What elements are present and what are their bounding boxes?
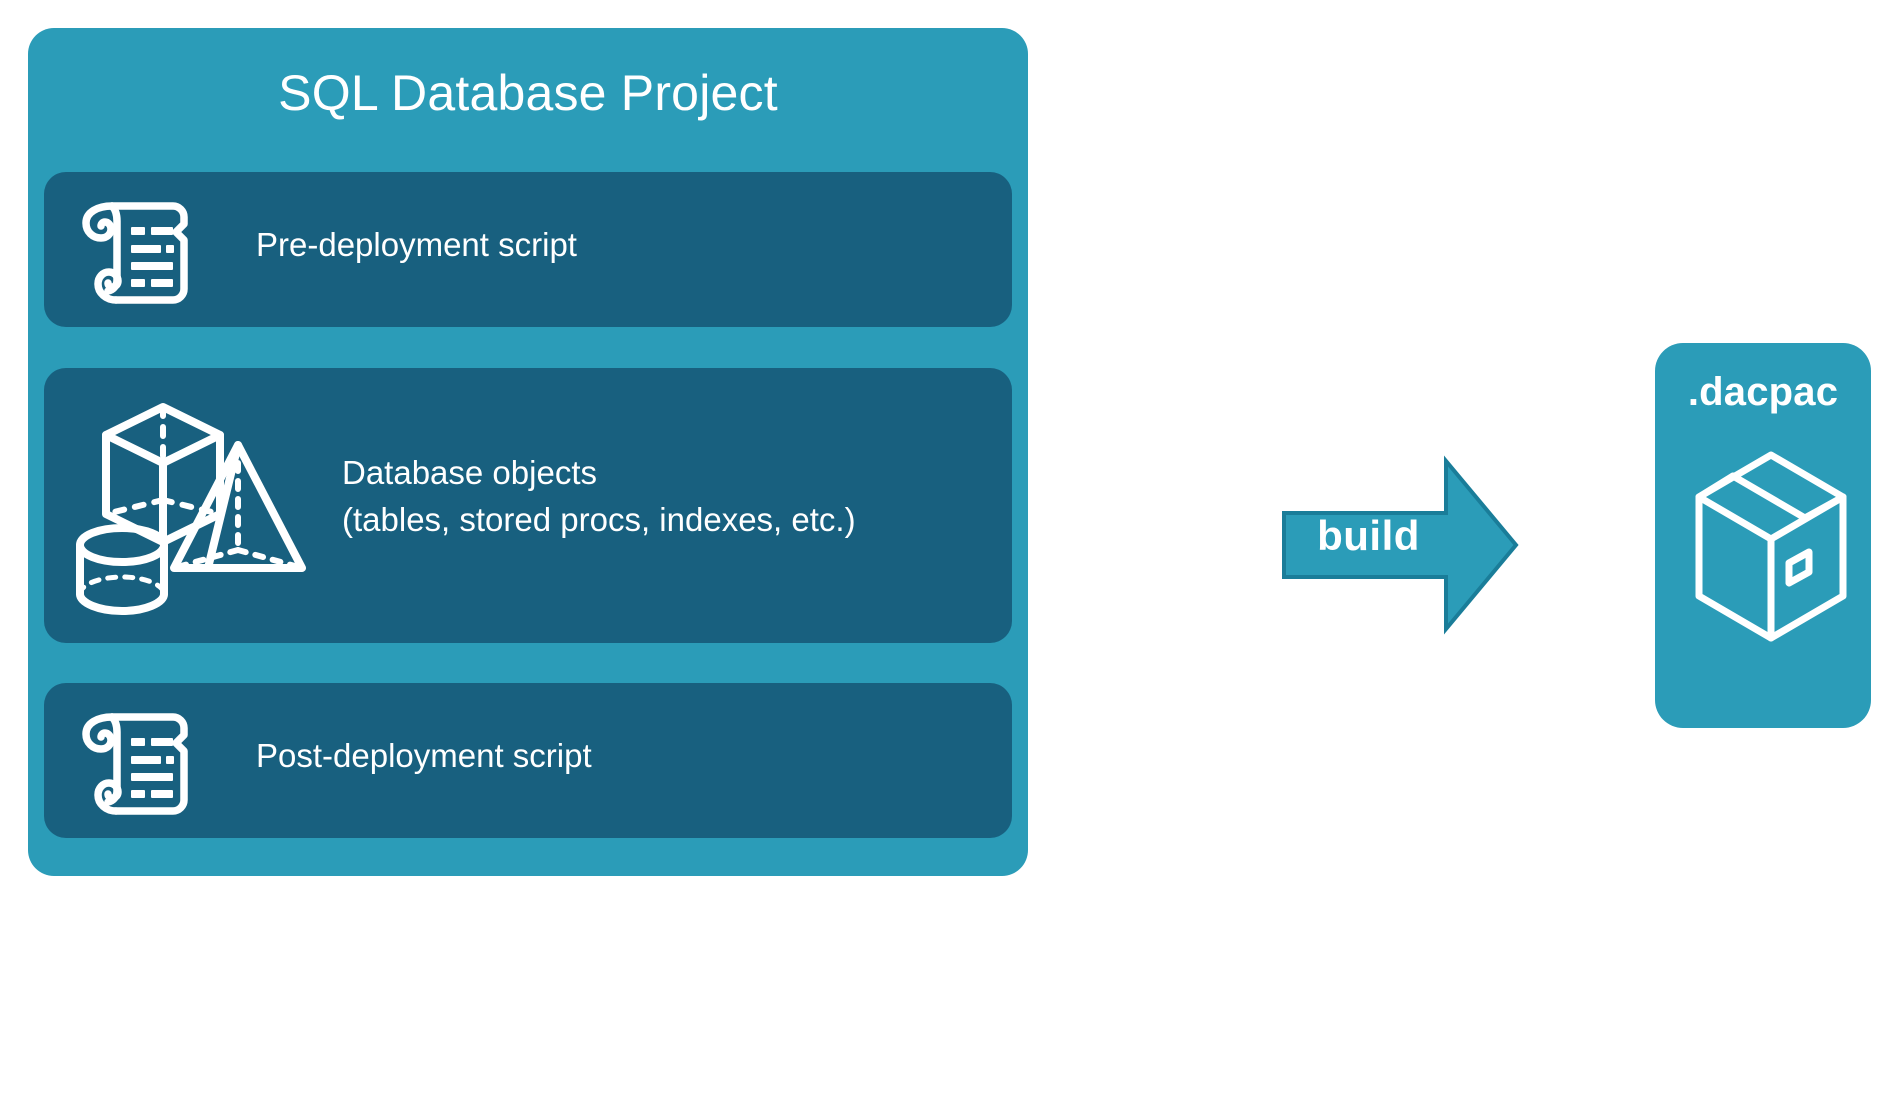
row-label-pre-deployment: Pre-deployment script	[256, 226, 577, 263]
page-title: SQL Database Project	[278, 65, 778, 121]
arrow-right-icon	[1281, 455, 1519, 635]
row-label-post-deployment: Post-deployment script	[256, 737, 592, 774]
row-label-database-objects: Database objects (tables, stored procs, …	[342, 454, 856, 538]
row-pre-deployment[interactable]: Pre-deployment script	[44, 172, 1012, 327]
scroll-icon	[78, 705, 194, 817]
row-database-objects[interactable]: Database objects (tables, stored procs, …	[44, 368, 1012, 643]
row-post-deployment[interactable]: Post-deployment script	[44, 683, 1012, 838]
dacpac-output-card: .dacpac	[1655, 343, 1871, 728]
scroll-icon	[78, 194, 194, 306]
package-box-icon	[1685, 439, 1857, 654]
sql-database-project-card: SQL Database Project	[28, 28, 1028, 876]
dacpac-title: .dacpac	[1687, 370, 1839, 414]
shapes-icon	[70, 390, 310, 620]
